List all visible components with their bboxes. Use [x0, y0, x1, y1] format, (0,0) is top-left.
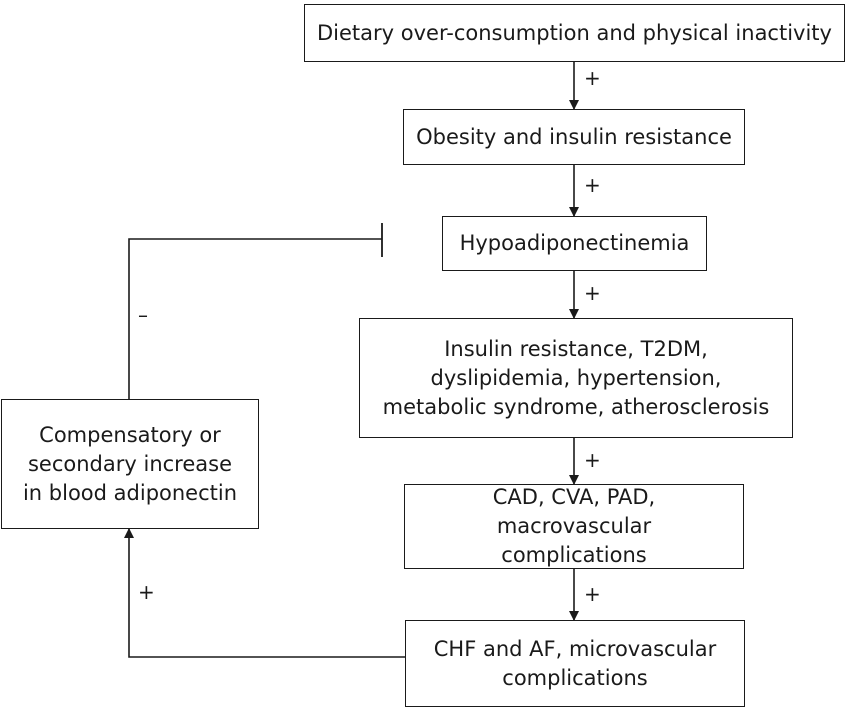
node-obesity: Obesity and insulin resistance	[403, 109, 745, 165]
sign-hypoadiponectinemia-insulin: +	[584, 281, 601, 305]
node-insulin-label: Insulin resistance, T2DM, dyslipidemia, …	[382, 336, 770, 419]
sign-insulin-cad: +	[584, 448, 601, 472]
node-dietary: Dietary over-consumption and physical in…	[304, 4, 845, 62]
node-cad-label: CAD, CVA, PAD, macrovascular complicatio…	[492, 485, 656, 567]
node-dietary-label: Dietary over-consumption and physical in…	[317, 20, 832, 45]
sign-chf-compensatory: +	[138, 580, 155, 604]
sign-dietary-obesity: +	[584, 66, 601, 90]
node-cad: CAD, CVA, PAD, macrovascular complicatio…	[404, 484, 744, 569]
node-chf-label: CHF and AF, microvascular complications	[433, 636, 717, 690]
node-compensatory: Compensatory or secondary increase in bl…	[1, 399, 259, 529]
node-chf: CHF and AF, microvascular complications	[405, 620, 745, 707]
inhibition-compensatory-to-hypoadiponectinemia	[128, 238, 382, 399]
node-compensatory-label: Compensatory or secondary increase in bl…	[22, 422, 238, 505]
node-hypoadiponectinemia: Hypoadiponectinemia	[442, 216, 707, 271]
sign-compensatory-hypoadiponectinemia: –	[138, 303, 148, 327]
sign-cad-chf: +	[584, 582, 601, 606]
arrow-chf-to-compensatory	[124, 528, 405, 658]
sign-obesity-hypoadiponectinemia: +	[584, 173, 601, 197]
node-hypoadiponectinemia-label: Hypoadiponectinemia	[459, 231, 690, 255]
node-insulin: Insulin resistance, T2DM, dyslipidemia, …	[359, 318, 793, 438]
node-obesity-label: Obesity and insulin resistance	[416, 124, 732, 149]
